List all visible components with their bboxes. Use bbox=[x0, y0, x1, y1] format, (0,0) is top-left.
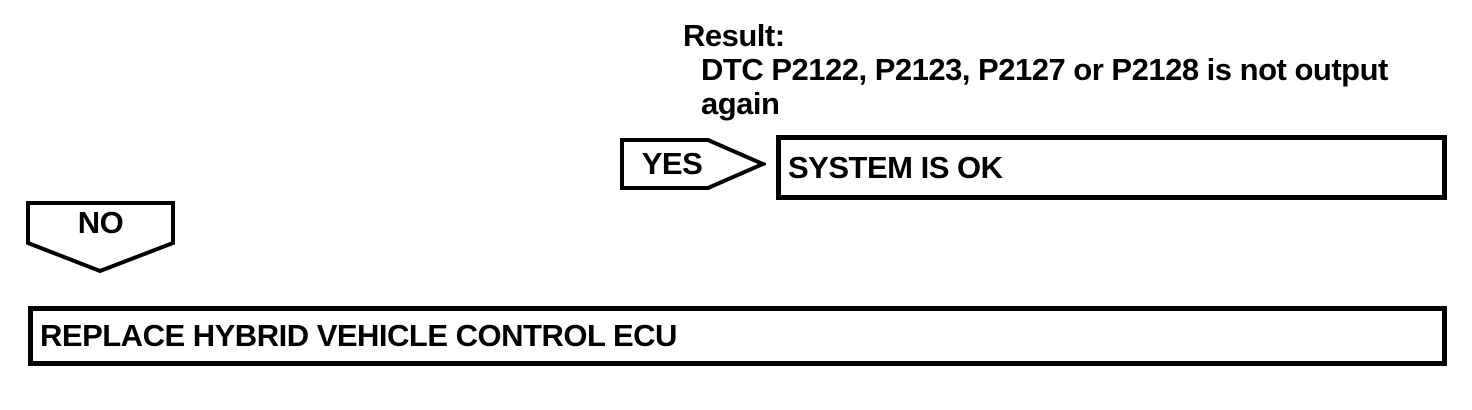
yes-label: YES bbox=[641, 146, 703, 181]
replace-ecu-label: REPLACE HYBRID VEHICLE CONTROL ECU bbox=[40, 318, 677, 353]
result-condition-line-2: again bbox=[701, 86, 780, 121]
replace-ecu-box: REPLACE HYBRID VEHICLE CONTROL ECU bbox=[28, 306, 1447, 366]
result-condition-line-1: DTC P2122, P2123, P2127 or P2128 is not … bbox=[701, 52, 1388, 87]
system-ok-box: SYSTEM IS OK bbox=[776, 135, 1447, 200]
yes-arrow-shape bbox=[620, 138, 766, 190]
yes-connector: YES bbox=[620, 138, 766, 190]
result-text-block: Result: DTC P2122, P2123, P2127 or P2128… bbox=[683, 19, 1388, 121]
result-label: Result: bbox=[683, 18, 785, 53]
no-arrow-shape bbox=[26, 201, 175, 274]
system-ok-label: SYSTEM IS OK bbox=[788, 149, 1003, 185]
no-connector: NO bbox=[26, 201, 175, 274]
no-label: NO bbox=[77, 205, 124, 240]
